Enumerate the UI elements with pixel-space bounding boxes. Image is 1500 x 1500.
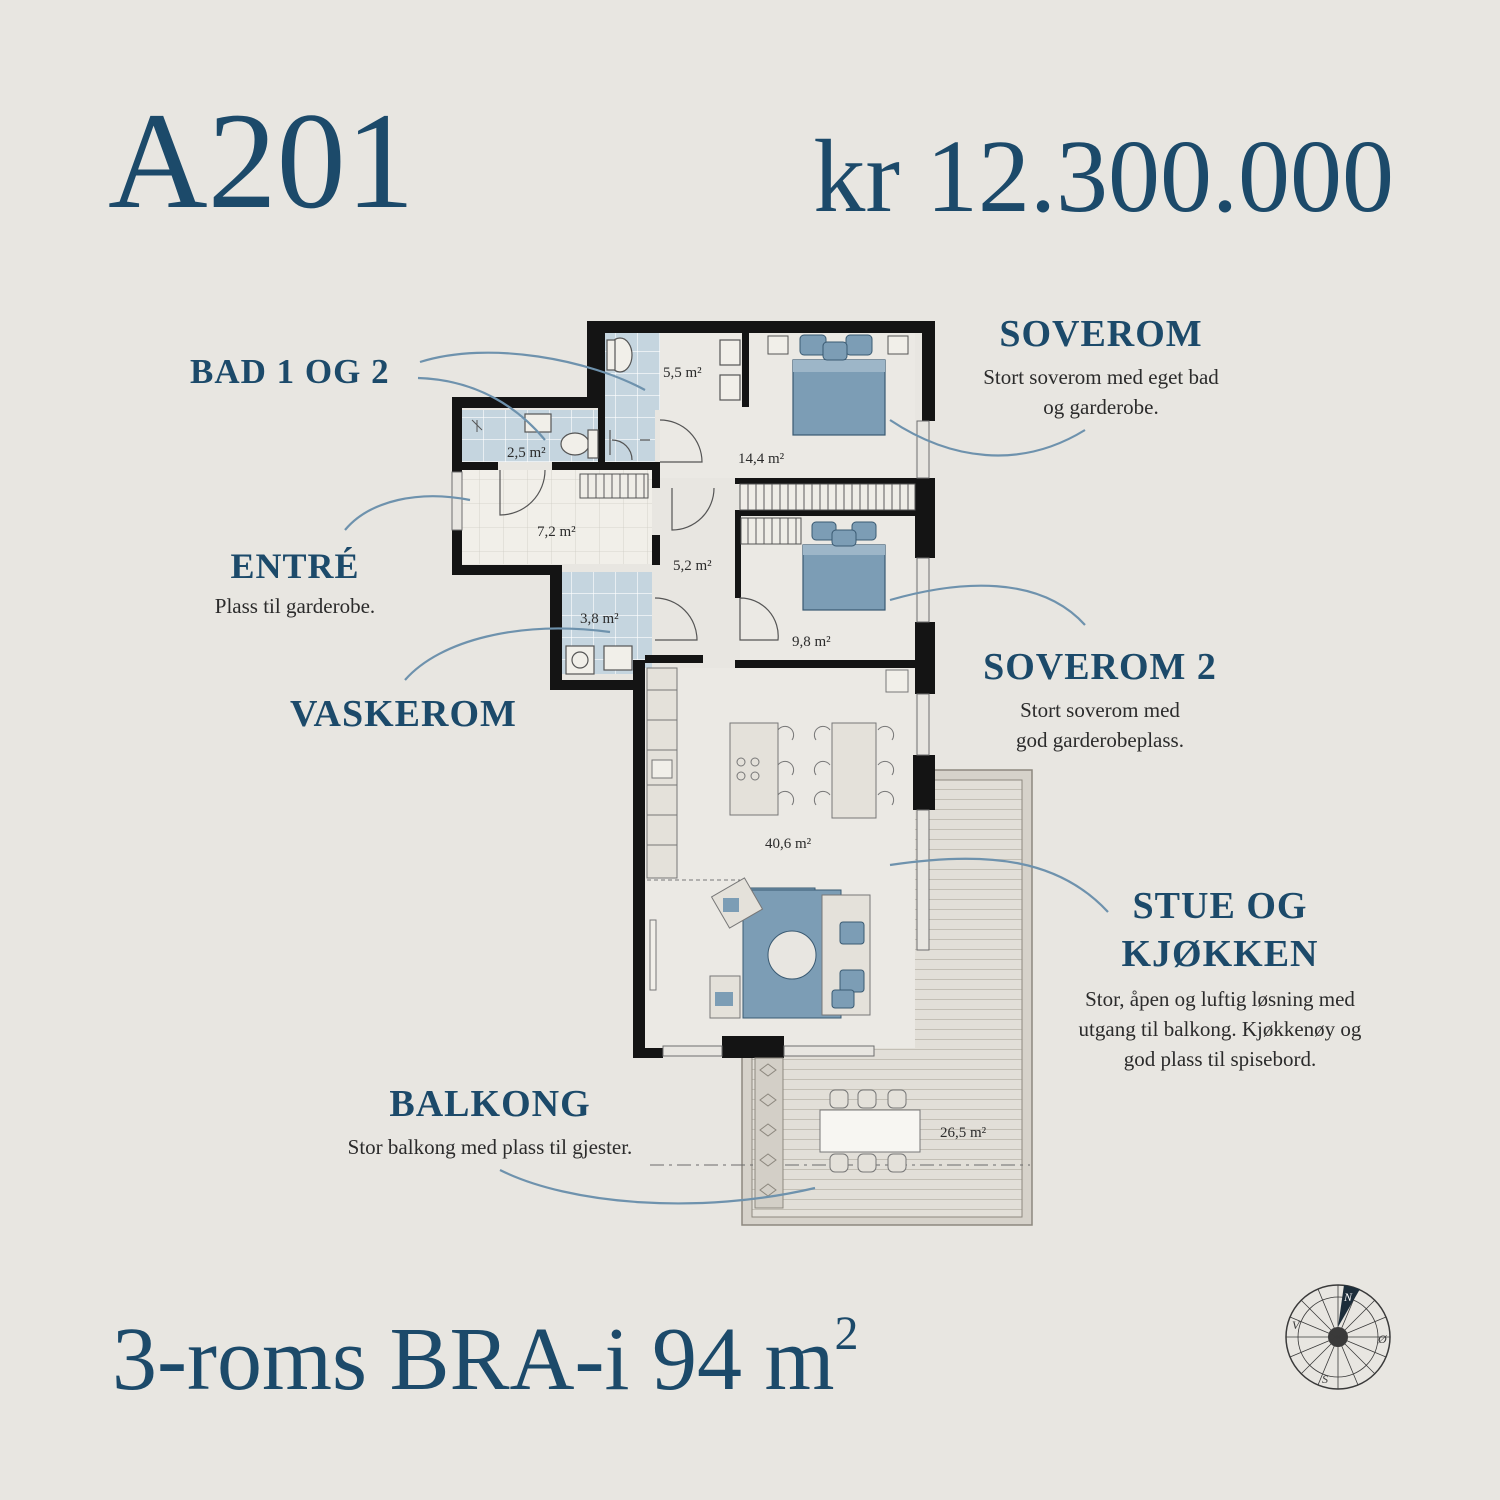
summary-sup: 2 — [834, 1307, 859, 1360]
callout-entre-line-1: Plass til garderobe. — [214, 594, 376, 618]
area-bedroom1: 14,4 m² — [738, 451, 785, 467]
compass-icon: N Ø S V — [1285, 1284, 1391, 1390]
area-entry: 7,2 m² — [537, 524, 576, 540]
price: kr 12.300.000 — [813, 119, 1394, 234]
callout-balkong-line-1: Stor balkong med plass til gjester. — [347, 1135, 633, 1159]
callout-lines — [344, 351, 1109, 1205]
callout-bad-heading: BAD 1 OG 2 — [190, 352, 390, 391]
area-labels: 5,5 m² 2,5 m² 14,4 m² 7,2 m² 5,2 m² 3,8 … — [507, 365, 987, 1141]
unit-title: A201 — [108, 84, 415, 237]
area-hall: 5,2 m² — [673, 558, 712, 574]
apartment-summary: 3-roms BRA-i 94 m2 — [112, 1310, 859, 1405]
compass-o: Ø — [1377, 1332, 1388, 1346]
callout-soverom-heading: SOVEROM — [999, 313, 1203, 355]
callout-entre: ENTRÉ Plass til garderobe. — [190, 545, 400, 621]
summary-text: 3-roms BRA-i 94 m — [112, 1310, 835, 1409]
callout-stue-line-2: utgang til balkong. Kjøkkenøy og — [1078, 1017, 1362, 1041]
bath1-fixtures — [606, 337, 741, 441]
compass-s: S — [1322, 1372, 1328, 1386]
area-bath2: 2,5 m² — [507, 445, 546, 461]
area-bedroom2: 9,8 m² — [792, 634, 831, 650]
bedroom2-furniture — [740, 517, 886, 611]
compass-v: V — [1292, 1318, 1301, 1332]
laundry-fixtures — [565, 645, 633, 675]
windows — [451, 420, 930, 1057]
bath2-fixtures — [471, 413, 599, 459]
callout-stue-line-1: Stor, åpen og luftig løsning med — [1085, 987, 1355, 1011]
callout-soverom2: SOVEROM 2 Stort soverom med god garderob… — [980, 645, 1220, 755]
callout-entre-heading: ENTRÉ — [230, 546, 360, 586]
area-balcony: 26,5 m² — [940, 1125, 987, 1141]
callout-stue: STUE OG KJØKKEN Stor, åpen og luftig løs… — [1050, 882, 1390, 1074]
callout-soverom: SOVEROM Stort soverom med eget bad og ga… — [960, 312, 1242, 422]
doors — [499, 419, 779, 641]
area-living: 40,6 m² — [765, 836, 812, 852]
area-laundry: 3,8 m² — [580, 611, 619, 627]
callout-balkong: BALKONG Stor balkong med plass til gjest… — [310, 1082, 670, 1162]
balcony-furniture — [754, 1057, 921, 1209]
callout-soverom-line-2: og garderobe. — [1043, 395, 1159, 419]
callout-stue-heading-1: STUE OG — [1132, 885, 1308, 927]
callout-stue-heading-2: KJØKKEN — [1121, 933, 1319, 975]
callout-soverom2-line-2: god garderobeplass. — [1016, 728, 1184, 752]
entry-wardrobe — [579, 473, 649, 499]
callout-soverom-line-1: Stort soverom med eget bad — [983, 365, 1219, 389]
bedroom1-furniture — [739, 334, 916, 511]
compass-n: N — [1343, 1290, 1353, 1304]
living-furniture — [709, 669, 909, 1019]
kitchen — [646, 667, 895, 991]
callout-vaskerom-heading: VASKEROM — [290, 693, 517, 735]
callout-soverom2-line-1: Stort soverom med — [1020, 698, 1180, 722]
bath1-shower — [605, 410, 655, 462]
callout-stue-line-3: god plass til spisebord. — [1123, 1047, 1317, 1071]
callout-balkong-heading: BALKONG — [389, 1083, 591, 1125]
walls — [452, 321, 935, 1058]
area-bath1: 5,5 m² — [663, 365, 702, 381]
callout-soverom2-heading: SOVEROM 2 — [983, 646, 1217, 688]
